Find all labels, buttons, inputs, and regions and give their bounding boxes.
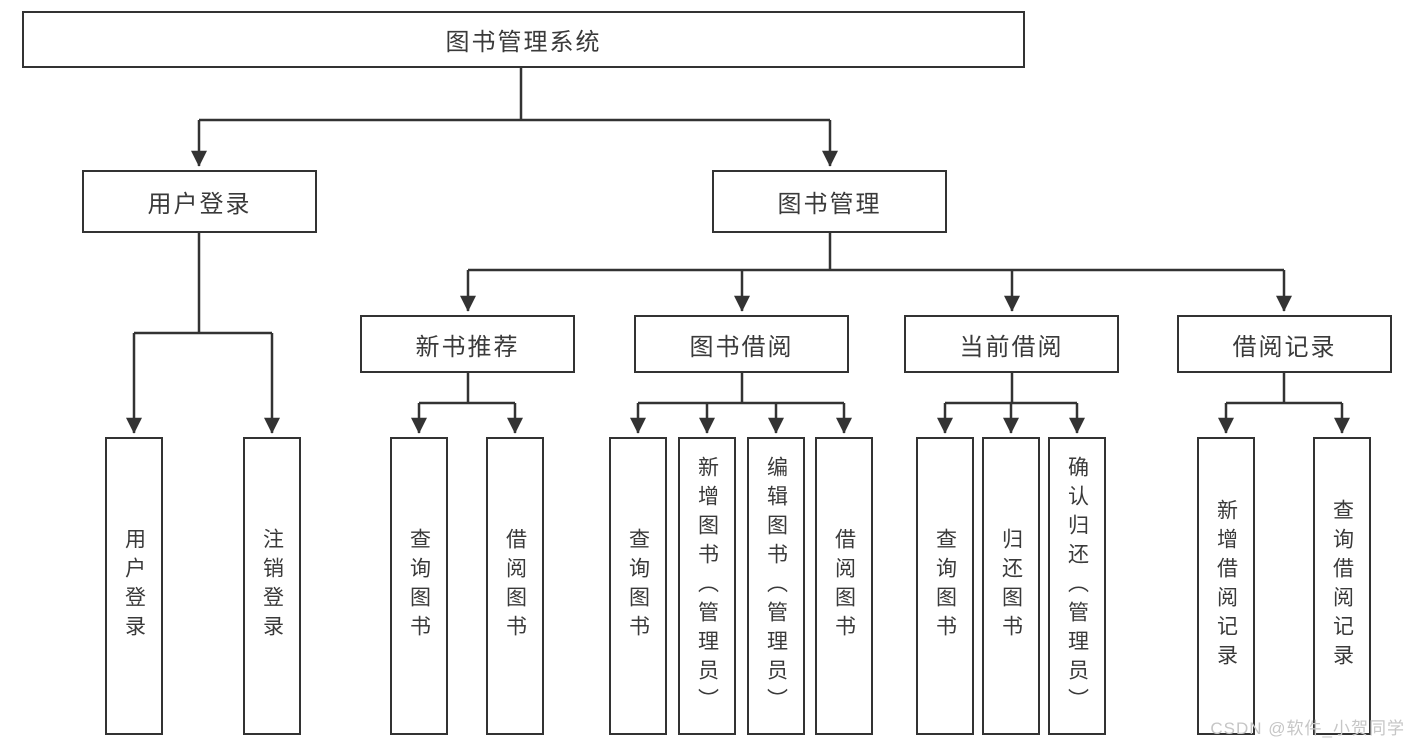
node-library-system: 图书管理系统 (22, 11, 1025, 68)
leaf-label: 新增图书（管理员） (695, 455, 719, 717)
leaf-edit-book-admin: 编辑图书（管理员） (747, 437, 805, 735)
node-borrowing-records: 借阅记录 (1177, 315, 1392, 373)
leaf-borrow-books-borrow: 借阅图书 (815, 437, 873, 735)
node-current-borrowing: 当前借阅 (904, 315, 1119, 373)
leaf-label: 借阅图书 (503, 528, 527, 644)
leaf-label: 编辑图书（管理员） (764, 455, 788, 717)
leaf-user-login: 用户登录 (105, 437, 163, 735)
leaf-borrow-books-recommend: 借阅图书 (486, 437, 544, 735)
leaf-query-books-current: 查询图书 (916, 437, 974, 735)
node-book-management: 图书管理 (712, 170, 947, 233)
leaf-label: 查询图书 (407, 528, 431, 644)
leaf-label: 查询图书 (933, 528, 957, 644)
leaf-query-books-recommend: 查询图书 (390, 437, 448, 735)
node-new-book-recommend: 新书推荐 (360, 315, 575, 373)
leaf-label: 借阅图书 (832, 528, 856, 644)
csdn-watermark: CSDN @软件_小贺同学 (1210, 719, 1405, 738)
leaf-query-books-borrow: 查询图书 (609, 437, 667, 735)
leaf-add-borrow-record: 新增借阅记录 (1197, 437, 1255, 735)
leaf-label: 查询图书 (626, 528, 650, 644)
leaf-label: 注销登录 (260, 528, 284, 644)
leaf-add-book-admin: 新增图书（管理员） (678, 437, 736, 735)
leaf-query-borrow-record: 查询借阅记录 (1313, 437, 1371, 735)
leaf-label: 新增借阅记录 (1214, 499, 1238, 673)
node-user-login: 用户登录 (82, 170, 317, 233)
node-book-borrowing: 图书借阅 (634, 315, 849, 373)
leaf-label: 查询借阅记录 (1330, 499, 1354, 673)
leaf-label: 归还图书 (999, 528, 1023, 644)
leaf-label: 确认归还（管理员） (1065, 455, 1089, 717)
leaf-logout: 注销登录 (243, 437, 301, 735)
leaf-confirm-return-admin: 确认归还（管理员） (1048, 437, 1106, 735)
leaf-return-book: 归还图书 (982, 437, 1040, 735)
leaf-label: 用户登录 (122, 528, 146, 644)
